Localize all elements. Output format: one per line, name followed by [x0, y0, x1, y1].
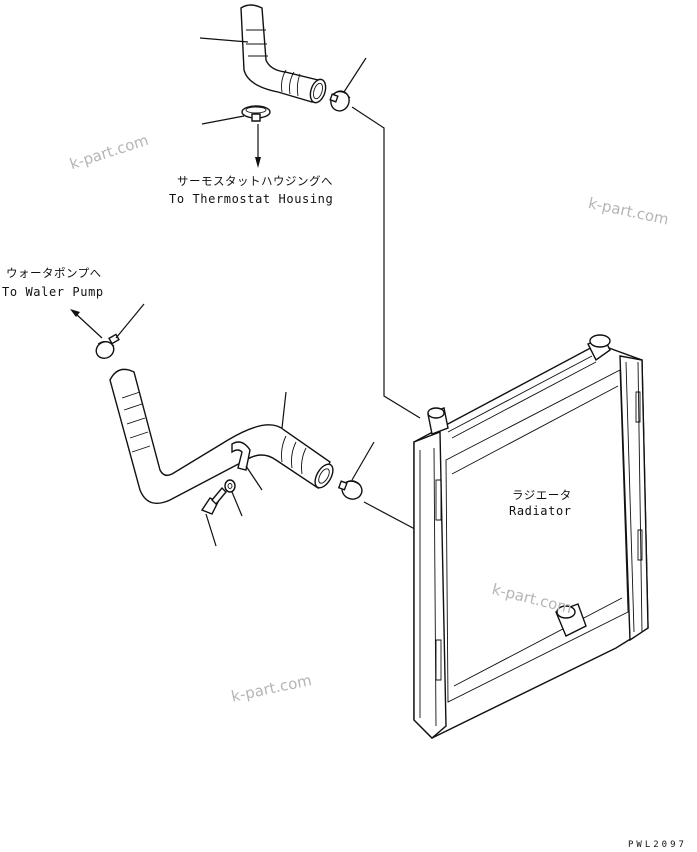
lower-hose-leader — [282, 392, 286, 428]
water-pump-label-jp: ウォータポンプへ — [6, 266, 102, 280]
upper-hose-leader — [200, 38, 248, 42]
lower-clamp-right — [339, 478, 365, 502]
upper-hose — [241, 5, 328, 105]
water-pump-label-en: To Waler Pump — [2, 285, 104, 299]
radiator-label-en: Radiator — [509, 504, 572, 518]
upper-connection-line — [352, 107, 420, 418]
upper-clamp-lower — [242, 106, 270, 121]
bolt — [202, 488, 226, 514]
water-pump-arrow — [70, 309, 102, 338]
thermostat-label-en: To Thermostat Housing — [169, 192, 334, 206]
water-pump-clamp-leader — [116, 304, 144, 338]
washer — [225, 480, 235, 492]
thermostat-arrow — [255, 124, 261, 168]
bolt-leader — [206, 514, 216, 546]
radiator-label-jp: ラジエータ — [512, 488, 572, 502]
drawing-code: PWL2097 — [628, 840, 687, 850]
bracket-leader — [246, 466, 262, 490]
upper-clamp-top-leader — [344, 58, 366, 92]
upper-clamp-top — [328, 89, 352, 114]
radiator — [414, 335, 648, 738]
lower-clamp-right-leader — [352, 442, 374, 480]
upper-clamp-lower-leader — [202, 116, 244, 124]
thermostat-label-jp: サーモスタットハウジングへ — [177, 174, 333, 188]
water-pump-clamp — [93, 334, 119, 361]
washer-leader — [232, 492, 242, 516]
lower-hose — [110, 369, 337, 503]
